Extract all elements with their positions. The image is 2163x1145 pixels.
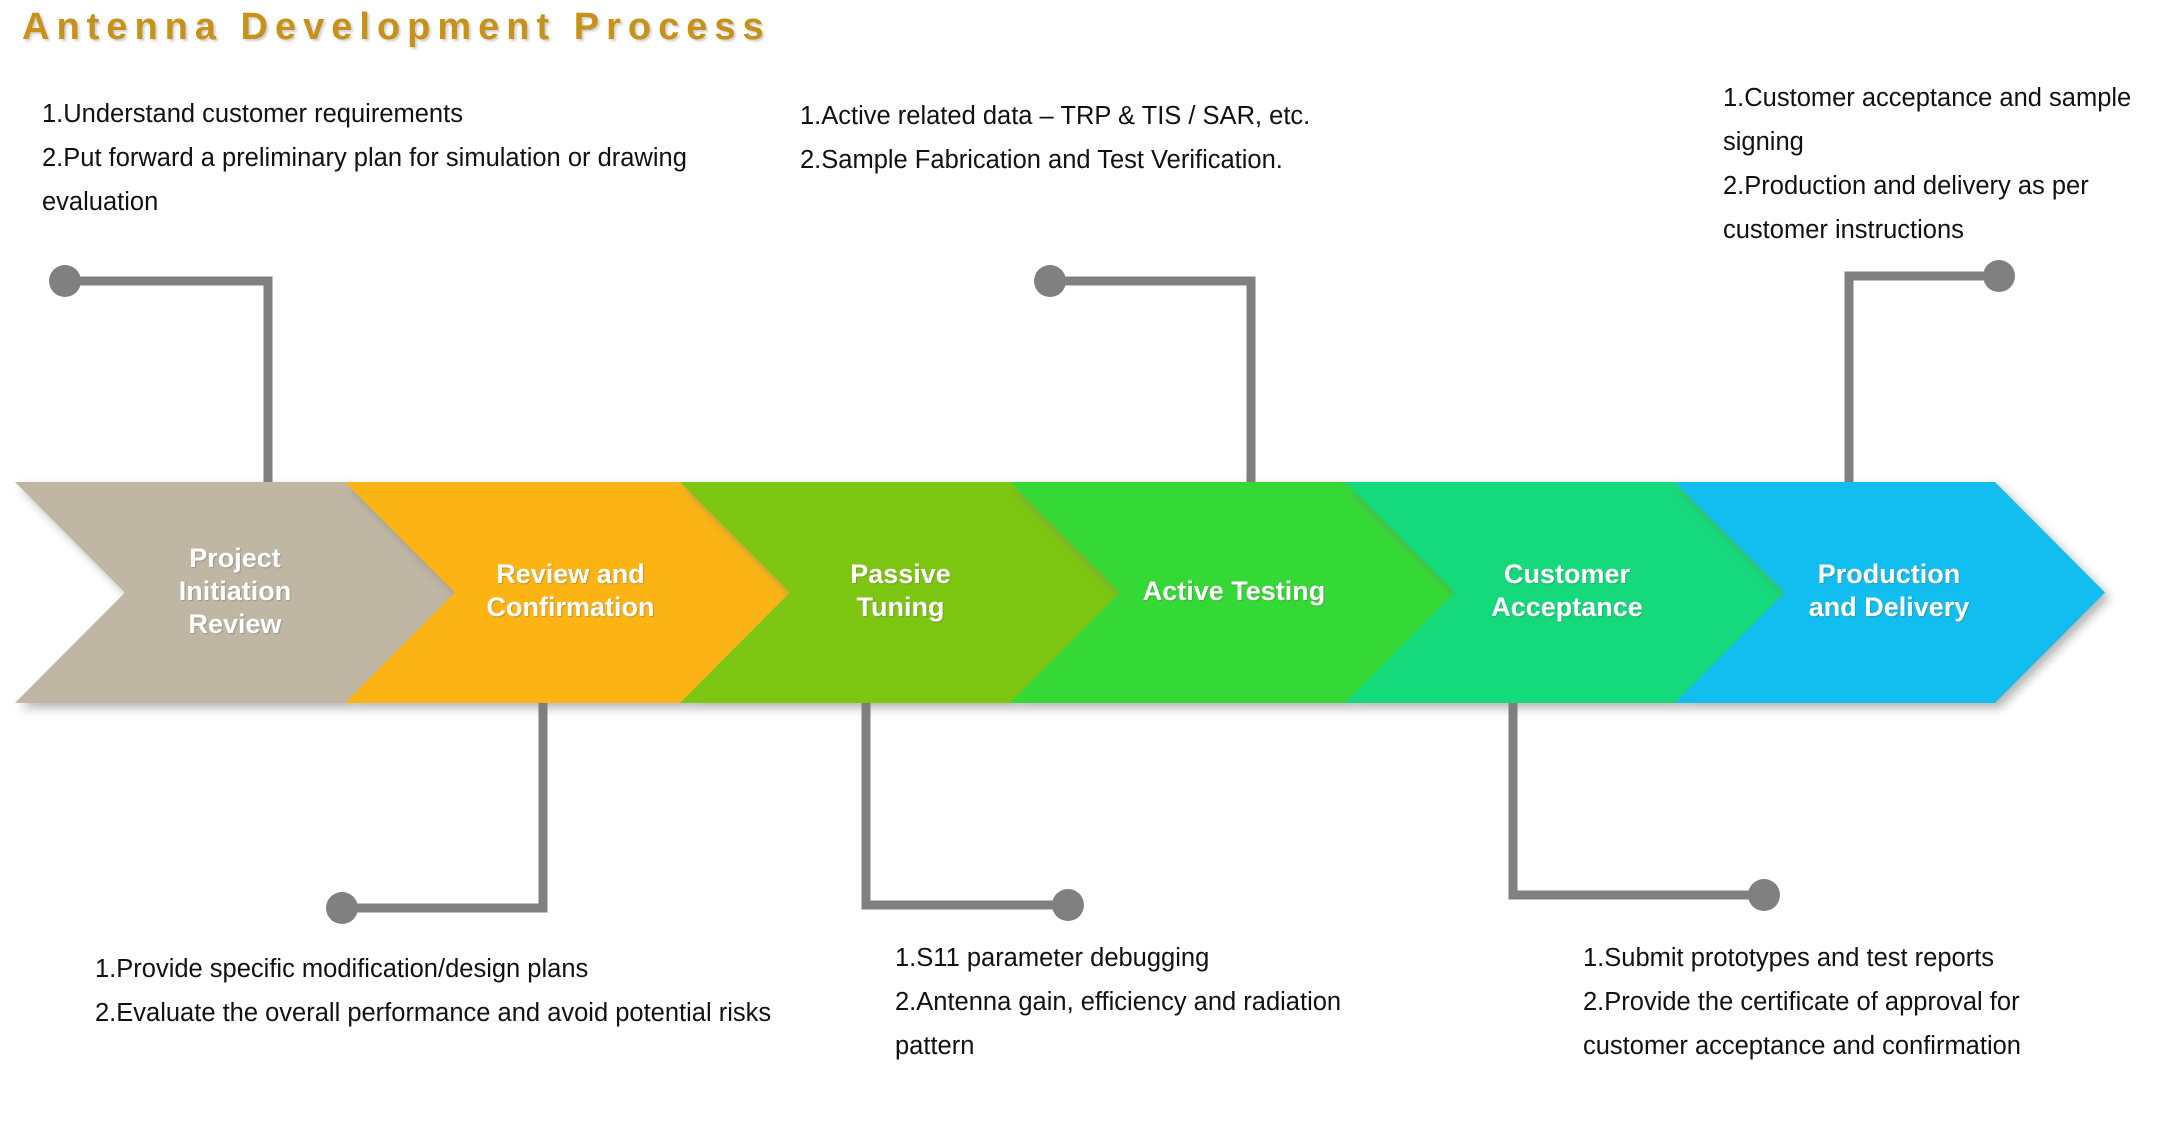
callout-top-middle-line-2: 2.Sample Fabrication and Test Verificati… [800, 146, 1283, 174]
callout-top-right-line-2: 2.Production and delivery as per custome… [1723, 172, 2089, 244]
callout-top-middle: 1.Active related data – TRP & TIS / SAR,… [800, 94, 1400, 182]
callout-bottom-left-line-2: 2.Evaluate the overall performance and a… [95, 999, 772, 1027]
callout-top-middle-line-1: 1.Active related data – TRP & TIS / SAR,… [800, 102, 1311, 130]
connector-dot-bottom-right [1748, 879, 1780, 911]
connector-dot-top-right [1983, 260, 2015, 292]
page-title: Antenna Development Process [22, 6, 771, 48]
stage-shape-1 [15, 482, 455, 703]
callout-bottom-right-line-1: 1.Submit prototypes and test reports [1583, 944, 1995, 972]
connector-bottom-left [343, 700, 548, 913]
connector-bottom-middle [861, 700, 1066, 910]
connector-bottom-right [1508, 700, 1762, 900]
connector-top-right [1844, 271, 1997, 510]
callout-top-left-line-1: 1.Understand customer requirements [42, 100, 463, 128]
callout-top-right: 1.Customer acceptance and sample signing… [1723, 76, 2143, 252]
process-stage-band: Project Initiation Review Review and Con… [0, 482, 2163, 722]
connector-top-left [65, 276, 273, 510]
connector-dot-top-left [49, 265, 81, 297]
connector-top-middle [1050, 276, 1256, 510]
stage-shape-6 [1675, 482, 2105, 703]
stage-production-and-delivery[interactable]: Production and Delivery [1675, 482, 2105, 703]
callout-top-left-line-2: 2.Put forward a preliminary plan for sim… [42, 144, 687, 216]
stage-shape-2 [345, 482, 790, 703]
callout-bottom-middle-line-1: 1.S11 parameter debugging [895, 944, 1210, 972]
callout-bottom-right: 1.Submit prototypes and test reports 2.P… [1583, 936, 2083, 1068]
callout-bottom-middle-line-2: 2.Antenna gain, efficiency and radiation… [895, 988, 1342, 1060]
callout-bottom-left-line-1: 1.Provide specific modification/design p… [95, 955, 589, 983]
stage-shape-5 [1345, 482, 1785, 703]
callout-bottom-middle: 1.S11 parameter debugging 2.Antenna gain… [895, 936, 1395, 1068]
connector-dot-bottom-middle [1052, 889, 1084, 921]
connector-dot-bottom-left [326, 892, 358, 924]
callout-bottom-left: 1.Provide specific modification/design p… [95, 947, 835, 1035]
stage-shape-3 [680, 482, 1120, 703]
callout-top-right-line-1: 1.Customer acceptance and sample signing [1723, 84, 2132, 156]
callout-top-left: 1.Understand customer requirements 2.Put… [42, 92, 742, 224]
stage-shape-4 [1010, 482, 1455, 703]
callout-bottom-right-line-2: 2.Provide the certificate of approval fo… [1583, 988, 2021, 1060]
connector-dot-top-middle [1034, 265, 1066, 297]
